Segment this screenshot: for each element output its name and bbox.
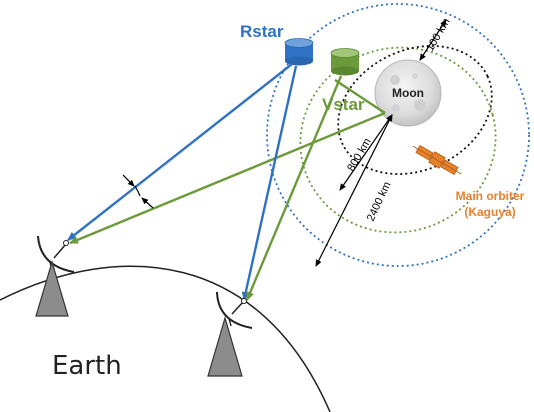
main-orbiter-sublabel: (Kaguya) bbox=[464, 205, 515, 219]
rstar-to-left-antenna bbox=[67, 63, 293, 241]
orbit-2400-km bbox=[266, 3, 530, 267]
distance-arrow-2400-km bbox=[315, 114, 393, 267]
vstar-label: Vstar bbox=[322, 95, 365, 114]
label-800-km: 800 km bbox=[345, 136, 373, 173]
vstar-to-moon-link bbox=[334, 78, 386, 115]
vstar-satellite-icon bbox=[330, 48, 360, 76]
distance-arrow-100-km bbox=[419, 19, 447, 61]
label-2400-km: 2400 km bbox=[365, 180, 394, 223]
earth-label: Earth bbox=[52, 351, 122, 381]
angle-separation-arc bbox=[134, 185, 141, 197]
vstar-to-right-antenna bbox=[245, 75, 343, 301]
angle-arrow-bottom bbox=[141, 197, 154, 209]
antenna-left-icon bbox=[35, 235, 75, 317]
main-orbiter-icon bbox=[412, 144, 462, 176]
rstar-label: Rstar bbox=[240, 22, 284, 41]
moon-icon bbox=[374, 59, 442, 127]
angle-arrow-top bbox=[122, 174, 135, 187]
moon-label: Moon bbox=[392, 86, 424, 100]
main-orbiter-label: Main orbiter bbox=[456, 189, 525, 203]
vstar-to-left-antenna bbox=[69, 111, 386, 245]
rstar-to-right-antenna bbox=[241, 65, 298, 301]
rstar-satellite-icon bbox=[284, 38, 314, 66]
orbit-800-km bbox=[299, 46, 497, 234]
antenna-right-icon bbox=[207, 291, 253, 377]
